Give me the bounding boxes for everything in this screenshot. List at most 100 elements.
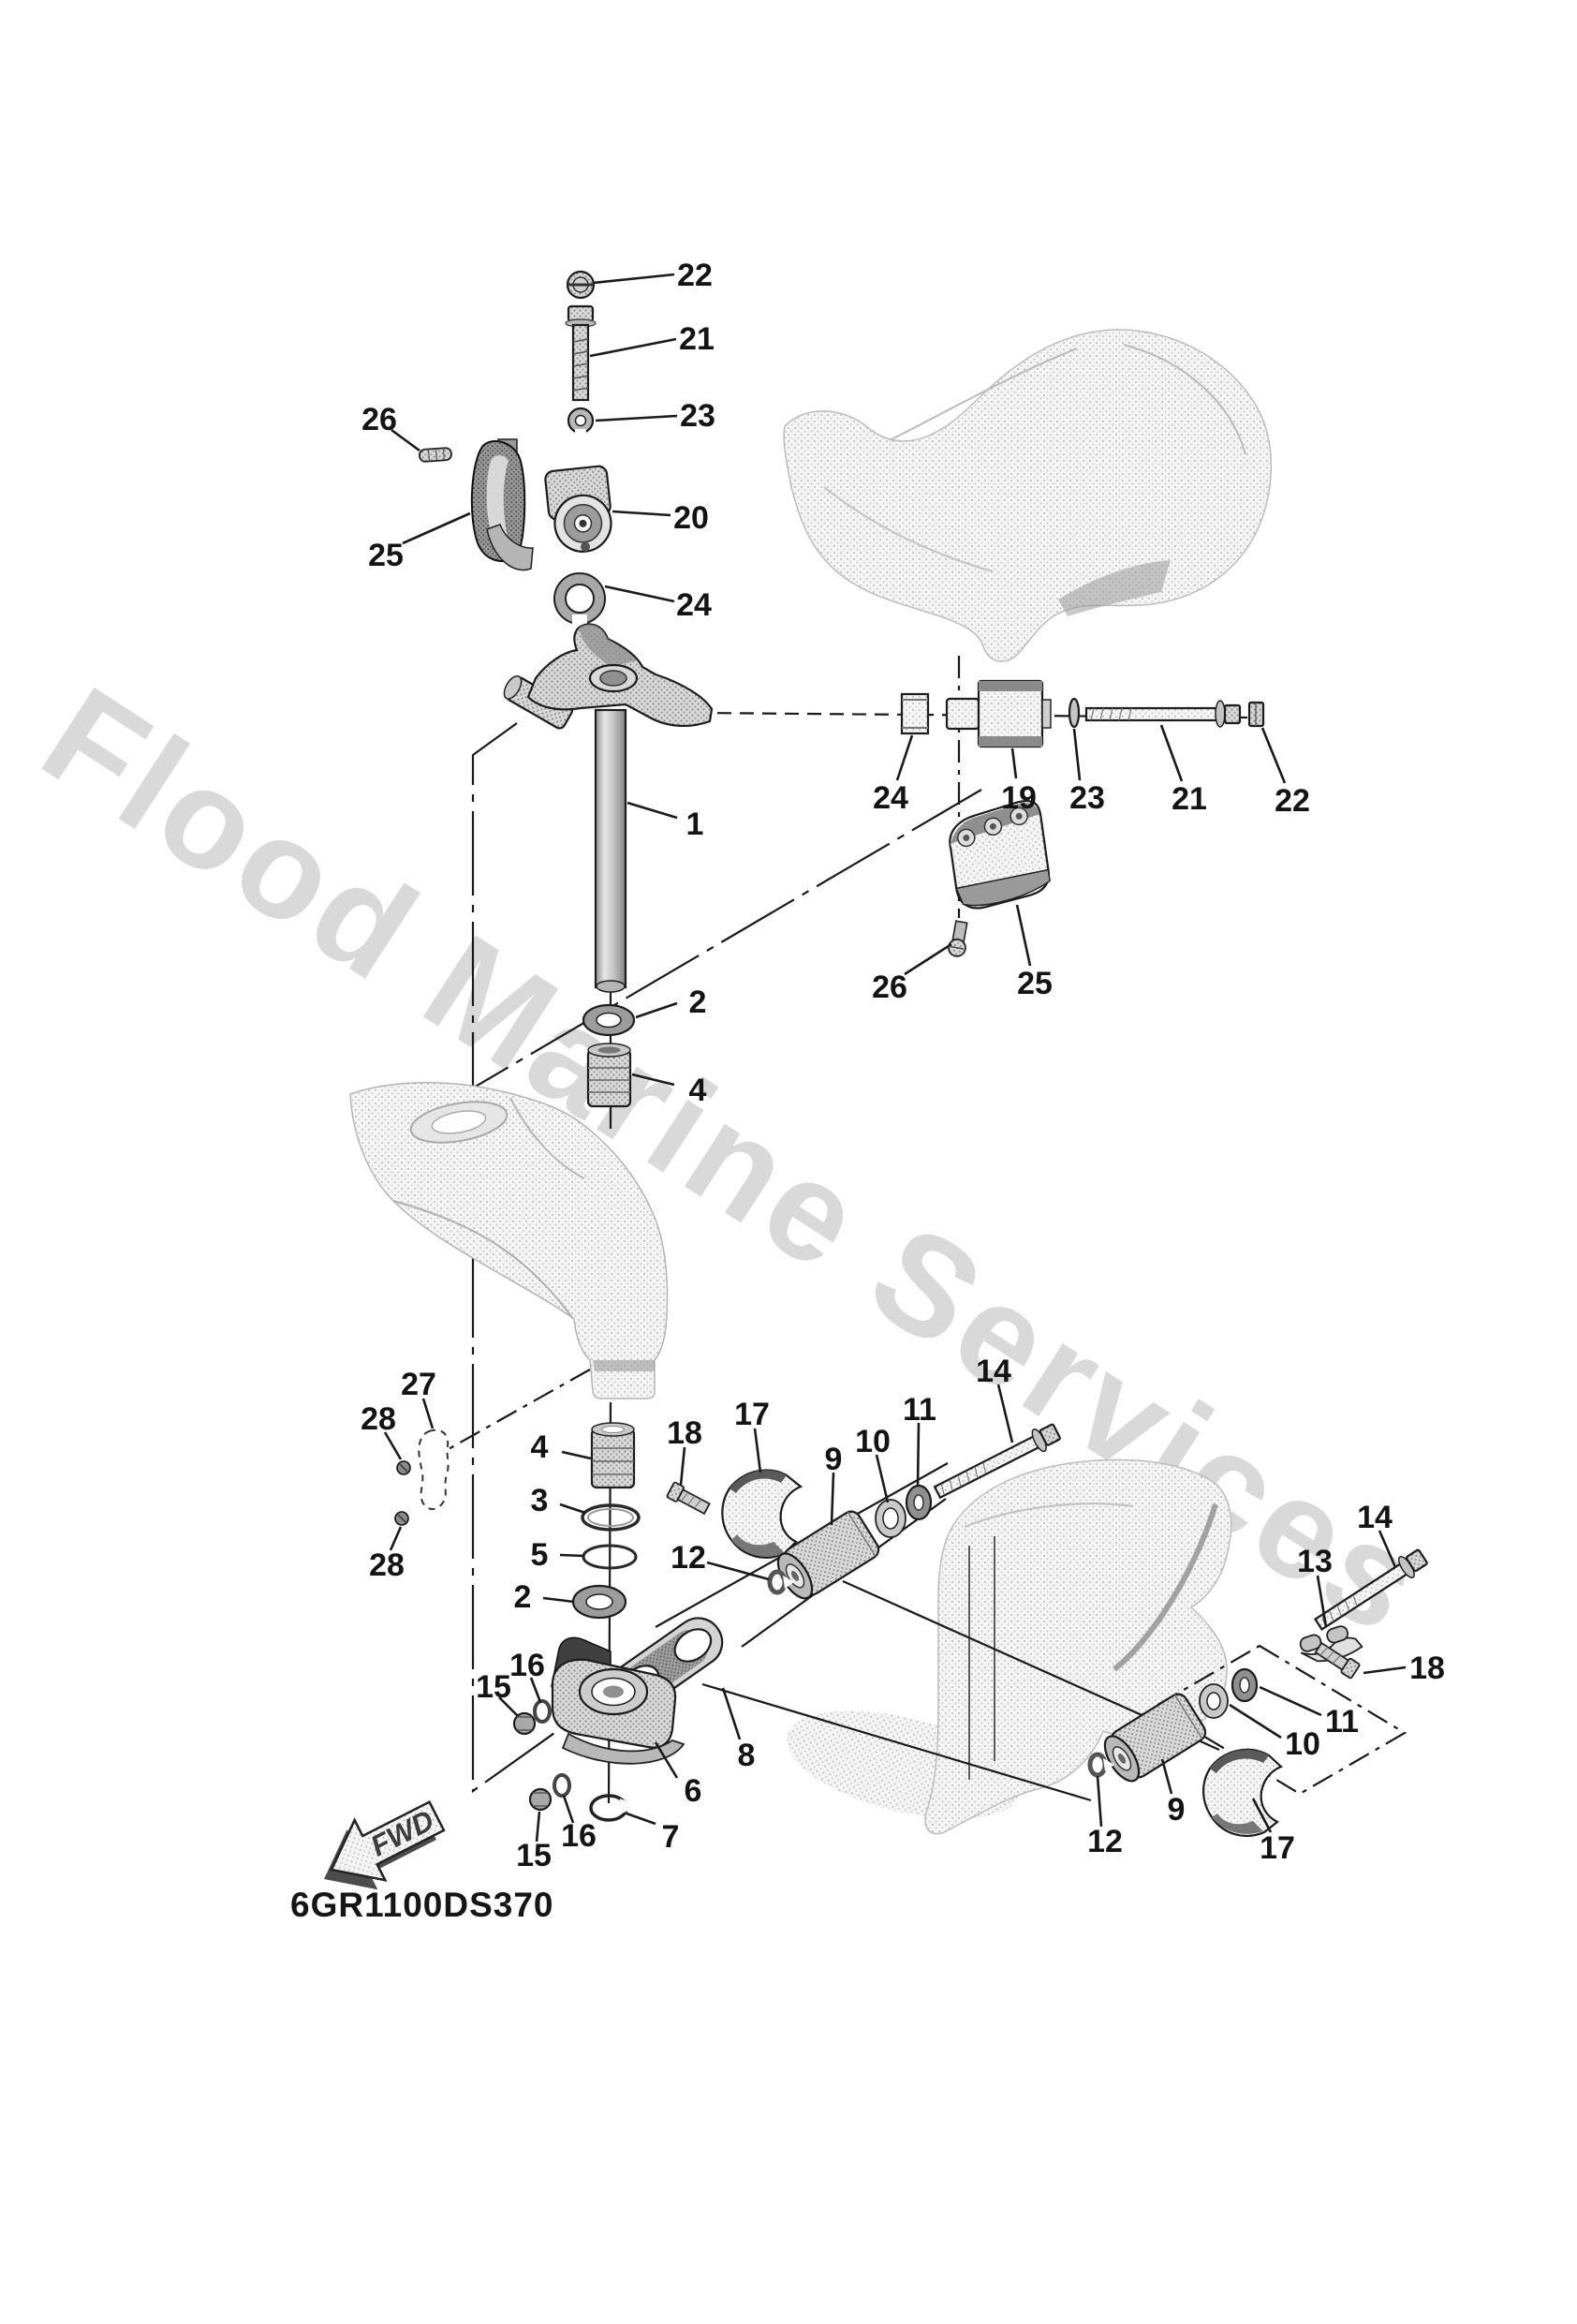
callout-label-1: 1 [686,807,704,842]
callout-leader-12 [706,1561,770,1581]
construction-lines-under [435,722,982,1794]
callout-label-3: 3 [531,1483,549,1518]
callout-leader-18 [1363,1665,1407,1675]
callout-label-7: 7 [662,1819,680,1855]
callout-leader-9 [830,1472,835,1526]
callout-leader-22 [1260,727,1287,784]
callout-leader-15 [535,1811,541,1843]
callout-leader-2 [635,1001,678,1019]
callout-label-17: 17 [734,1397,770,1432]
callout-leader-28 [383,1431,403,1460]
part-4-bushing-upper [586,1043,632,1108]
callout-label-16: 16 [561,1818,597,1854]
callout-leader-9 [1160,1758,1173,1795]
callout-leader-16 [562,1795,575,1824]
part-23-clip-top [567,407,595,437]
callout-label-11: 11 [1325,1704,1359,1739]
callout-leader-26 [391,428,420,452]
part-6-steering-bracket [551,1636,685,1765]
swivel-bracket [349,1082,669,1399]
part-18-bolt-lower [1314,1641,1361,1680]
callout-leader-6 [654,1741,679,1779]
callout-leader-14 [996,1384,1014,1443]
callout-label-12: 12 [1087,1824,1123,1859]
part-14-bolt-upper [933,1423,1061,1500]
part-27-anode [418,1428,450,1510]
part-15-nut-b [528,1787,553,1812]
callout-label-28: 28 [361,1401,396,1437]
callout-leader-13 [1316,1575,1328,1628]
part-26-bolt [948,920,968,957]
part-21-bolt-long [1084,700,1242,728]
part-14-bolt-lower [1313,1548,1428,1631]
callout-label-23: 23 [680,398,715,434]
callout-leader-18 [679,1446,686,1486]
callout-leader-15 [498,1696,519,1717]
callout-label-24: 24 [873,780,908,816]
callout-leader-10 [1229,1703,1282,1739]
part-20-mount-top [544,465,612,553]
callout-leader-24 [604,585,675,603]
callout-label-18: 18 [667,1415,702,1451]
callout-leader-25 [1015,904,1032,967]
part-2-washer-upper [582,1003,636,1037]
part-25-housing-cover [949,800,1051,910]
callout-label-10: 10 [1285,1726,1320,1762]
part-25-housing-top [470,438,534,571]
callout-label-20: 20 [673,500,709,536]
callout-leader-4 [561,1450,592,1460]
callout-leader-26 [904,942,952,976]
callout-leader-12 [1096,1775,1103,1828]
part-4-bushing-lower [590,1422,636,1489]
callout-leader-5 [559,1553,585,1558]
callout-label-25: 25 [368,538,404,573]
part-9-mount-lower [1103,1693,1207,1783]
callout-label-13: 13 [1297,1544,1333,1579]
callout-leader-20 [612,510,671,517]
callout-leader-23 [1072,728,1082,781]
callout-leader-24 [895,734,914,781]
callout-leader-23 [595,414,678,422]
callout-label-21: 21 [679,321,715,357]
callout-label-26: 26 [361,402,397,437]
callout-leader-21 [1159,724,1184,782]
callout-label-24: 24 [676,587,712,623]
callout-leader-17 [753,1428,762,1473]
callout-leader-28 [389,1526,403,1551]
callout-leader-11 [1259,1685,1322,1717]
part-28-bolt-b [394,1511,409,1526]
callout-leader-25 [402,511,471,545]
part-19-mount-housing [945,679,1052,748]
callout-label-8: 8 [738,1738,756,1773]
callout-leader-21 [589,337,677,358]
part-11-washer-lower [1231,1667,1259,1703]
callout-label-4: 4 [689,1073,707,1108]
part-2-washer-lower [571,1584,627,1620]
callout-label-5: 5 [531,1537,549,1573]
callout-leader-27 [421,1398,435,1429]
callout-leader-1 [626,801,678,820]
callout-label-14: 14 [976,1354,1011,1389]
callout-label-19: 19 [1001,780,1037,816]
callout-label-25: 25 [1017,966,1053,1001]
drawing-code: 6GR1100DS370 [290,1886,553,1924]
callout-label-11: 11 [903,1392,936,1428]
callout-leader-17 [1251,1798,1273,1833]
part-28-bolt-a [396,1460,411,1475]
callout-leader-10 [875,1454,890,1503]
clamp-bracket-top [783,329,1273,662]
callout-label-4: 4 [531,1429,549,1465]
part-22-nut-side [1247,701,1265,728]
callout-label-2: 2 [514,1579,532,1615]
callout-leader-7 [626,1812,656,1826]
part-3-oring [581,1503,641,1532]
callout-label-6: 6 [685,1773,702,1809]
callout-label-16: 16 [509,1648,545,1683]
stern-bracket-lower [787,1458,1232,1835]
callout-label-22: 22 [677,258,713,293]
callout-label-17: 17 [1260,1830,1295,1866]
part-23-clip-side [1068,697,1081,729]
